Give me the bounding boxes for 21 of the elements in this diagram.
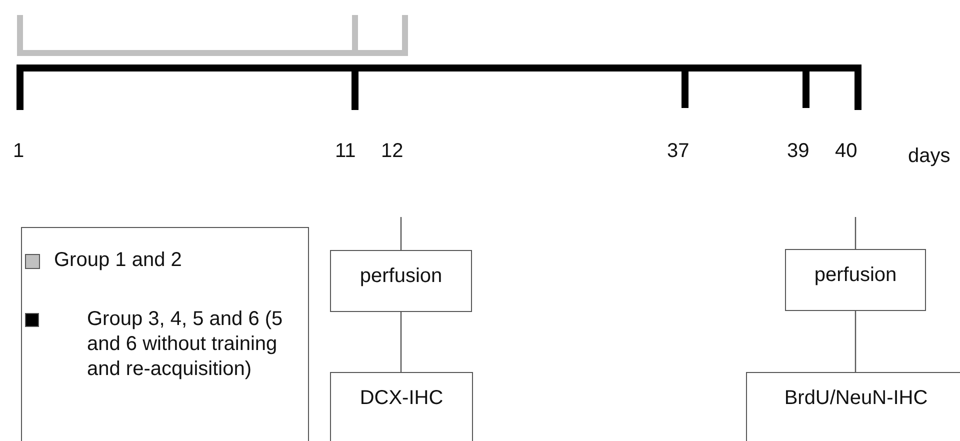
connector-line [854,217,856,249]
process-box [330,372,473,441]
box-label: perfusion [814,264,897,287]
tick-label: 12 [381,140,404,163]
connector-line [854,311,856,372]
process-box [746,372,960,441]
box-label: DCX-IHC [360,387,444,410]
connector-line [400,312,402,372]
tick-label: 40 [835,140,858,163]
axis-unit-label: days [908,145,950,168]
legend-label: Group 1 and 2 [54,248,183,273]
tick-label: 37 [667,140,690,163]
box-label: BrdU/NeuN-IHC [784,387,928,410]
process-box [330,250,472,312]
process-box [785,249,926,311]
tick-label: 1 [13,140,24,163]
legend-label: Group 3, 4, 5 and 6 (5 and 6 without training and re-acquisition) [87,307,284,382]
tick-label: 11 [335,140,356,163]
tick-label: 39 [787,140,810,163]
box-label: perfusion [360,265,442,288]
connector-line [400,217,402,250]
